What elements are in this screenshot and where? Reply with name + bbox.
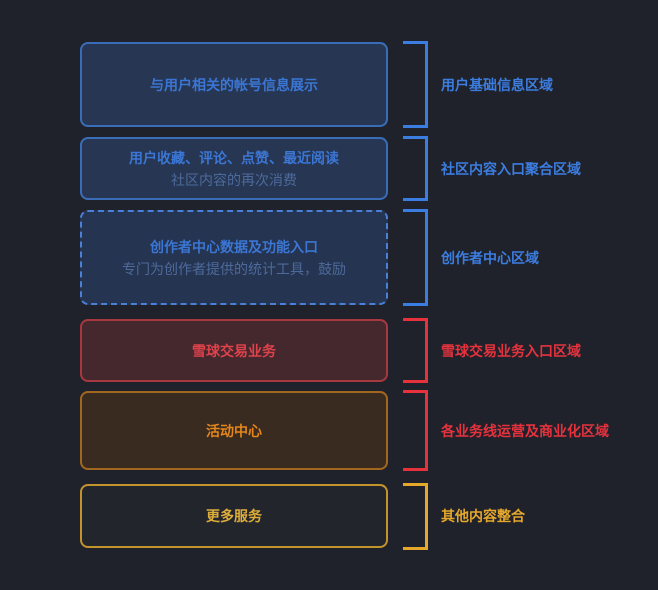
box-text-secondary: 社区内容的再次消费 (171, 171, 297, 188)
bracket-activity-center (403, 390, 428, 471)
bracket-more-services (403, 483, 428, 550)
bracket-snowball-trading (403, 318, 428, 383)
box-text-secondary: 专门为创作者提供的统计工具，鼓励 (122, 260, 346, 277)
bracket-creator-center (403, 209, 428, 306)
region-box-user-basic-info: 与用户相关的帐号信息展示 (80, 42, 388, 127)
bracket-user-basic-info (403, 41, 428, 128)
region-label-activity-center: 各业务线运营及商业化区域 (441, 423, 609, 439)
region-box-community-content: 用户收藏、评论、点赞、最近阅读 社区内容的再次消费 (80, 137, 388, 200)
region-label-snowball-trading: 雪球交易业务入口区域 (441, 343, 581, 359)
region-box-more-services: 更多服务 (80, 484, 388, 548)
box-text-primary: 用户收藏、评论、点赞、最近阅读 (129, 149, 339, 166)
box-text-primary: 创作者中心数据及功能入口 (150, 238, 318, 255)
bracket-community-content (403, 136, 428, 201)
region-label-more-services: 其他内容整合 (441, 508, 525, 524)
region-box-activity-center: 活动中心 (80, 391, 388, 470)
box-text: 更多服务 (206, 508, 262, 524)
region-label-community-content: 社区内容入口聚合区域 (441, 161, 581, 177)
region-box-creator-center: 创作者中心数据及功能入口 专门为创作者提供的统计工具，鼓励 (80, 210, 388, 305)
box-text: 与用户相关的帐号信息展示 (150, 76, 318, 93)
region-box-snowball-trading: 雪球交易业务 (80, 319, 388, 382)
region-label-user-basic-info: 用户基础信息区域 (441, 77, 553, 93)
box-text: 雪球交易业务 (192, 342, 276, 359)
region-label-creator-center: 创作者中心区域 (441, 250, 539, 266)
box-text: 活动中心 (206, 422, 262, 439)
